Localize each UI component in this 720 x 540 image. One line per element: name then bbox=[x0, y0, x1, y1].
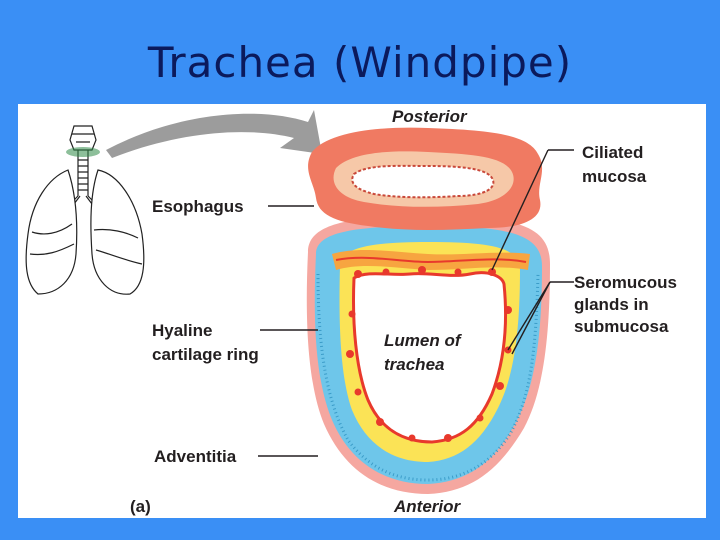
label-lumen-line1: Lumen of bbox=[384, 331, 463, 350]
seromucous-glands bbox=[346, 266, 512, 442]
slide-title: Trachea (Windpipe) bbox=[147, 38, 573, 87]
label-esophagus: Esophagus bbox=[152, 197, 244, 216]
label-hyaline-line2: cartilage ring bbox=[152, 345, 259, 364]
curved-arrow bbox=[106, 110, 322, 158]
leader-lines bbox=[258, 149, 574, 457]
label-seromucous-line1: Seromucous bbox=[574, 273, 677, 292]
label-anterior: Anterior bbox=[393, 497, 462, 516]
label-seromucous-line3: submucosa bbox=[574, 317, 669, 336]
label-hyaline-line1: Hyaline bbox=[152, 321, 212, 340]
label-ciliated-line2: mucosa bbox=[582, 167, 647, 186]
label-lumen-line2: trachea bbox=[384, 355, 444, 374]
lungs-locator-illustration bbox=[25, 125, 145, 295]
trachealis-band bbox=[332, 249, 530, 270]
trachea-diagram: Posterior Anterior Esophagus Ciliated mu… bbox=[25, 107, 677, 516]
trachea-figure-panel: Posterior Anterior Esophagus Ciliated mu… bbox=[18, 104, 706, 518]
cartilage-texture bbox=[316, 273, 540, 482]
trachea-cross-section bbox=[306, 127, 550, 494]
label-seromucous-line2: glands in bbox=[574, 295, 649, 314]
label-ciliated-line1: Ciliated bbox=[582, 143, 643, 162]
esophagus-lumen bbox=[351, 164, 495, 199]
panel-label: (a) bbox=[130, 497, 151, 516]
section-marker bbox=[66, 147, 100, 157]
label-posterior: Posterior bbox=[392, 107, 468, 126]
mucosa-lumen bbox=[352, 271, 507, 444]
label-adventitia: Adventitia bbox=[154, 447, 237, 466]
